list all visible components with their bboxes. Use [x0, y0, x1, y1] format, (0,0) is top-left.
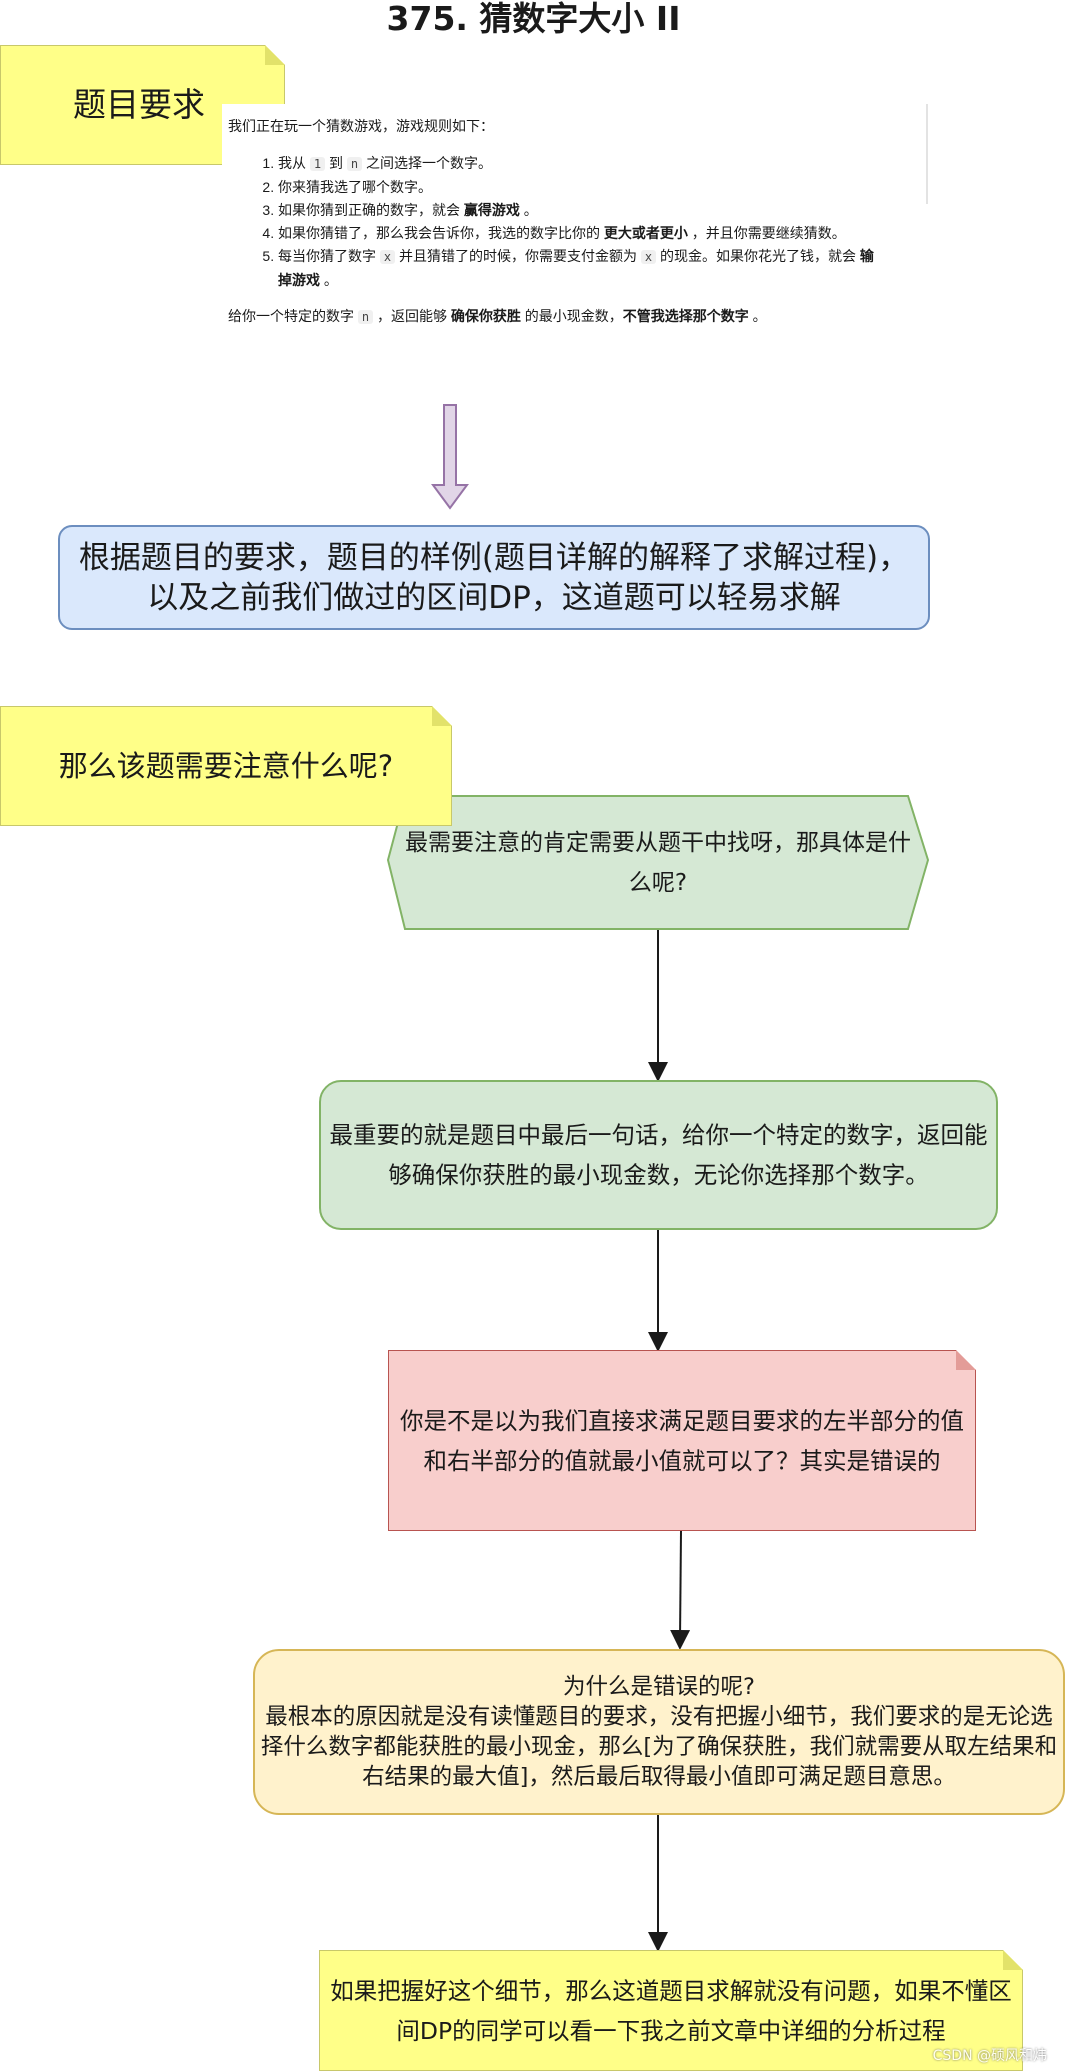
rule-text: 我从: [278, 155, 310, 171]
rule-text: 。: [320, 272, 338, 288]
rule-item: 你来猜我选了哪个数字。: [278, 176, 926, 199]
summary-text: ，返回能够: [373, 308, 451, 324]
summary-text: 。: [748, 308, 767, 324]
conclusion-text: 如果把握好这个细节，那么这道题目求解就没有问题，如果不懂区间DP的同学可以看一下…: [330, 1976, 1012, 2045]
rule-emphasis: 输掉游戏: [278, 248, 874, 288]
code-token: 1: [309, 157, 326, 171]
code-token: x: [379, 250, 396, 264]
rule-text: 到: [325, 155, 347, 171]
rule-emphasis: 更大或者更小: [603, 225, 688, 241]
hexagon-shape: [386, 795, 930, 930]
summary-blue-box: 根据题目的要求，题目的样例(题目详解的解释了求解过程)，以及之前我们做过的区间D…: [58, 525, 930, 630]
purple-down-arrow: [431, 404, 469, 510]
hexagon-node: 最需要注意的肯定需要从题干中找呀，那具体是什么呢?: [392, 800, 924, 926]
key-point-box: 最重要的就是题目中最后一句话，给你一个特定的数字，返回能够确保你获胜的最小现金数…: [319, 1080, 998, 1230]
rule-text: 如果你猜错了，那么我会告诉你，我选的数字比你的: [278, 225, 604, 241]
rules-list: 我从 1 到 n 之间选择一个数字。 你来猜我选了哪个数字。 如果你猜到正确的数…: [228, 152, 926, 292]
question-note-text: 那么该题需要注意什么呢?: [58, 749, 394, 783]
rule-text: 。: [519, 202, 538, 218]
problem-intro: 我们正在玩一个猜数游戏，游戏规则如下：: [228, 118, 494, 134]
rule-text: 每当你猜了数字: [278, 248, 380, 264]
problem-summary: 给你一个特定的数字 n ，返回能够 确保你获胜 的最小现金数，不管我选择那个数字…: [228, 306, 926, 326]
explanation-text: 最根本的原因就是没有读懂题目的要求，没有把握小细节，我们要求的是无论选择什么数字…: [260, 1704, 1058, 1790]
rule-item: 每当你猜了数字 x 并且猜错了的时候，你需要支付金额为 x 的现金。如果你花光了…: [278, 245, 878, 292]
explanation-heading: 为什么是错误的呢?: [563, 1674, 755, 1700]
rule-emphasis: 赢得游戏: [463, 202, 520, 218]
summary-text: 的最小现金数，: [520, 308, 623, 324]
key-point-text: 最重要的就是题目中最后一句话，给你一个特定的数字，返回能够确保你获胜的最小现金数…: [329, 1121, 988, 1189]
conclusion-note: 如果把握好这个细节，那么这道题目求解就没有问题，如果不懂区间DP的同学可以看一下…: [319, 1950, 1023, 2071]
code-token: n: [346, 157, 363, 171]
rule-text: 并且猜错了的时候，你需要支付金额为: [395, 248, 641, 264]
rule-item: 如果你猜到正确的数字，就会 赢得游戏 。: [278, 199, 926, 222]
connector-pink-to-orange: [670, 1530, 691, 1650]
csdn-watermark: CSDN @硕风和炜: [932, 2048, 1047, 2064]
rule-text: ，并且你需要继续猜数。: [687, 225, 846, 241]
rule-text: 之间选择一个数字。: [362, 155, 493, 171]
code-token: n: [357, 310, 374, 324]
question-note: 那么该题需要注意什么呢?: [0, 706, 452, 826]
summary-emphasis: 确保你获胜: [450, 308, 521, 324]
summary-blue-text: 根据题目的要求，题目的样例(题目详解的解释了求解过程)，以及之前我们做过的区间D…: [78, 539, 910, 616]
summary-emphasis: 不管我选择那个数字: [622, 308, 749, 324]
rule-item: 我从 1 到 n 之间选择一个数字。: [278, 152, 926, 176]
summary-text: 给你一个特定的数字: [228, 308, 358, 324]
explanation-box: 为什么是错误的呢? 最根本的原因就是没有读懂题目的要求，没有把握小细节，我们要求…: [253, 1649, 1065, 1815]
rule-text: 你来猜我选了哪个数字。: [278, 179, 432, 195]
rule-text: 如果你猜到正确的数字，就会: [278, 202, 464, 218]
requirement-note-label: 题目要求: [73, 85, 205, 124]
page-title: 375. 猜数字大小 II: [386, 0, 681, 38]
problem-panel: 我们正在玩一个猜数游戏，游戏规则如下： 我从 1 到 n 之间选择一个数字。 你…: [222, 104, 926, 369]
misconception-note: 你是不是以为我们直接求满足题目要求的左半部分的值和右半部分的值就最小值就可以了？…: [388, 1350, 976, 1531]
rule-item: 如果你猜错了，那么我会告诉你，我选的数字比你的 更大或者更小 ，并且你需要继续猜…: [278, 222, 878, 245]
hexagon-text: 最需要注意的肯定需要从题干中找呀，那具体是什么呢?: [405, 830, 911, 896]
rule-text: 的现金。如果你花光了钱，就会: [656, 248, 860, 264]
misconception-text: 你是不是以为我们直接求满足题目要求的左半部分的值和右半部分的值就最小值就可以了？…: [400, 1406, 964, 1475]
panel-scrollbar: [926, 104, 928, 204]
code-token: x: [640, 250, 657, 264]
